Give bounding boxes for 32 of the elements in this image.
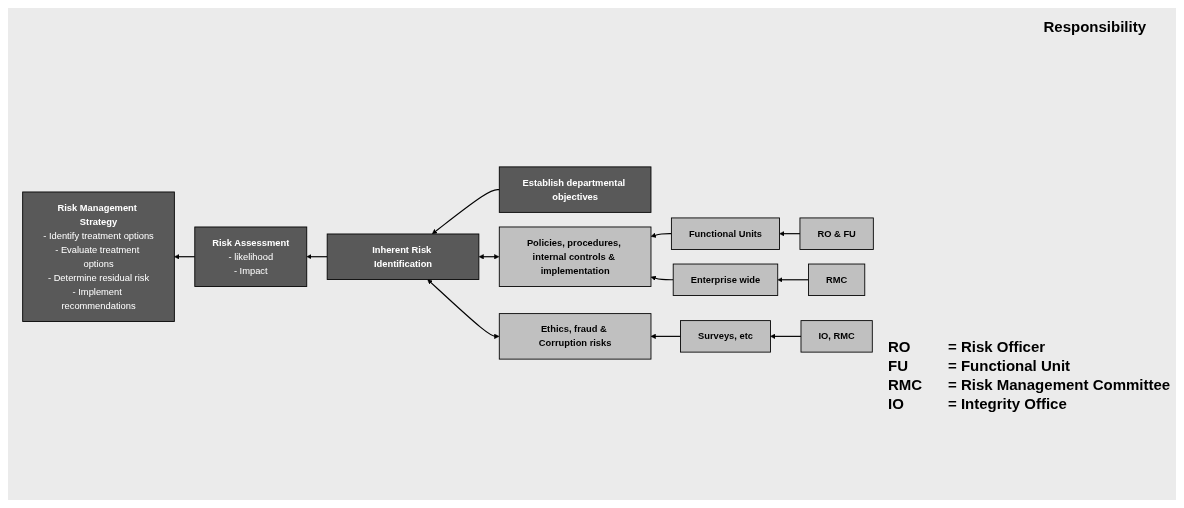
node-box: Establish departmental objectives	[498, 166, 652, 213]
abbreviation: FU	[888, 357, 909, 374]
node-box: RO & FU	[799, 217, 874, 250]
arrow	[174, 254, 196, 260]
arrow	[770, 333, 802, 339]
abbreviation: IO	[888, 395, 905, 412]
node-box: IO, RMC	[800, 320, 873, 353]
node-box: Enterprise wide	[672, 263, 779, 296]
arrow	[478, 254, 500, 260]
abbreviation: RO	[888, 338, 912, 355]
arrow	[431, 189, 500, 235]
arrow	[779, 231, 801, 237]
abbreviation: RMC	[888, 376, 924, 393]
arrow	[650, 333, 682, 339]
abbreviation-meaning: = Functional Unit	[948, 357, 1072, 374]
node-box: Policies, procedures, internal controls & implementation	[498, 226, 652, 287]
abbreviation-meaning: = Risk Management Committee	[948, 376, 1171, 393]
node-box: Inherent Risk Identification	[326, 233, 480, 280]
arrow	[306, 254, 328, 260]
node-box: Surveys, etc	[680, 320, 771, 353]
abbreviation-meaning: = Risk Officer	[948, 338, 1047, 355]
arrow	[777, 277, 810, 283]
node-box: Risk Assessment - likelihood - Impact	[194, 226, 308, 287]
node-box: Functional Units	[670, 217, 780, 250]
column-heading: Responsibility	[1043, 18, 1146, 35]
node-box: Risk Management Strategy - Identify treatment options - Evaluate treatment options - Determine residual risk - Implement recommendations	[22, 191, 175, 322]
arrow	[650, 232, 672, 238]
arrow	[427, 279, 500, 339]
node-box: RMC	[808, 263, 866, 296]
arrow	[650, 275, 674, 281]
node-box: Ethics, fraud & Corruption risks	[498, 313, 652, 360]
abbreviation-meaning: = Integrity Office	[948, 395, 1068, 412]
